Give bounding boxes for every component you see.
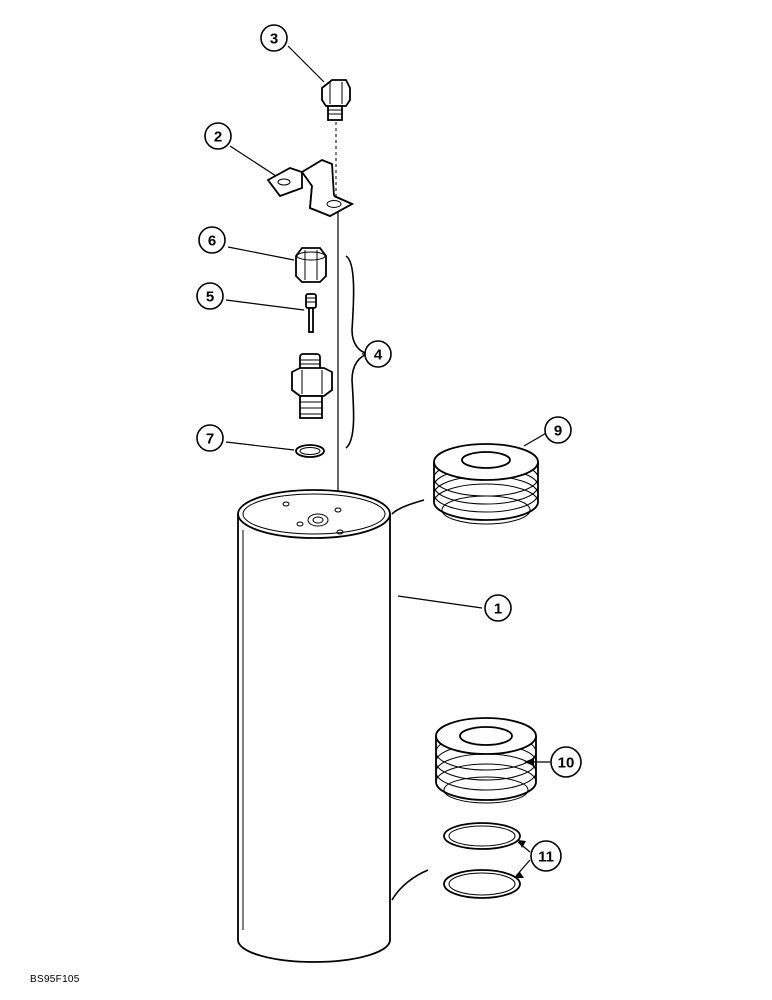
svg-text:1: 1	[494, 601, 502, 618]
callout-1: 1	[484, 594, 512, 622]
callout-6: 6	[198, 226, 226, 254]
callout-7: 7	[196, 424, 224, 452]
part-cap-screw	[321, 79, 351, 121]
part-valve-body	[291, 353, 333, 419]
callout-4: 4	[364, 340, 392, 368]
callout-11: 11	[530, 840, 562, 872]
part-bracket	[266, 158, 355, 217]
callout-2: 2	[204, 122, 232, 150]
svg-text:4: 4	[374, 347, 383, 364]
part-o-ring-small	[295, 444, 325, 458]
svg-text:5: 5	[206, 289, 214, 306]
svg-text:9: 9	[554, 423, 562, 440]
part-piston-upper	[433, 443, 539, 525]
svg-text:10: 10	[558, 755, 575, 772]
callout-3: 3	[260, 24, 288, 52]
callout-5: 5	[196, 282, 224, 310]
figure-code: BS95F105	[30, 974, 80, 985]
part-accumulator-cylinder	[237, 489, 429, 963]
leader-arrowheads	[514, 758, 534, 878]
svg-text:2: 2	[214, 129, 222, 146]
part-seal-rings	[443, 822, 521, 899]
leader-lines	[225, 45, 550, 877]
svg-text:3: 3	[270, 31, 278, 48]
svg-text:7: 7	[206, 431, 214, 448]
callout-9: 9	[544, 416, 572, 444]
part-piston-lower	[435, 717, 537, 804]
callout-10: 10	[550, 746, 582, 778]
svg-text:6: 6	[208, 233, 216, 250]
part-nut	[295, 247, 327, 283]
part-valve-core	[305, 293, 317, 333]
svg-text:11: 11	[538, 849, 554, 866]
